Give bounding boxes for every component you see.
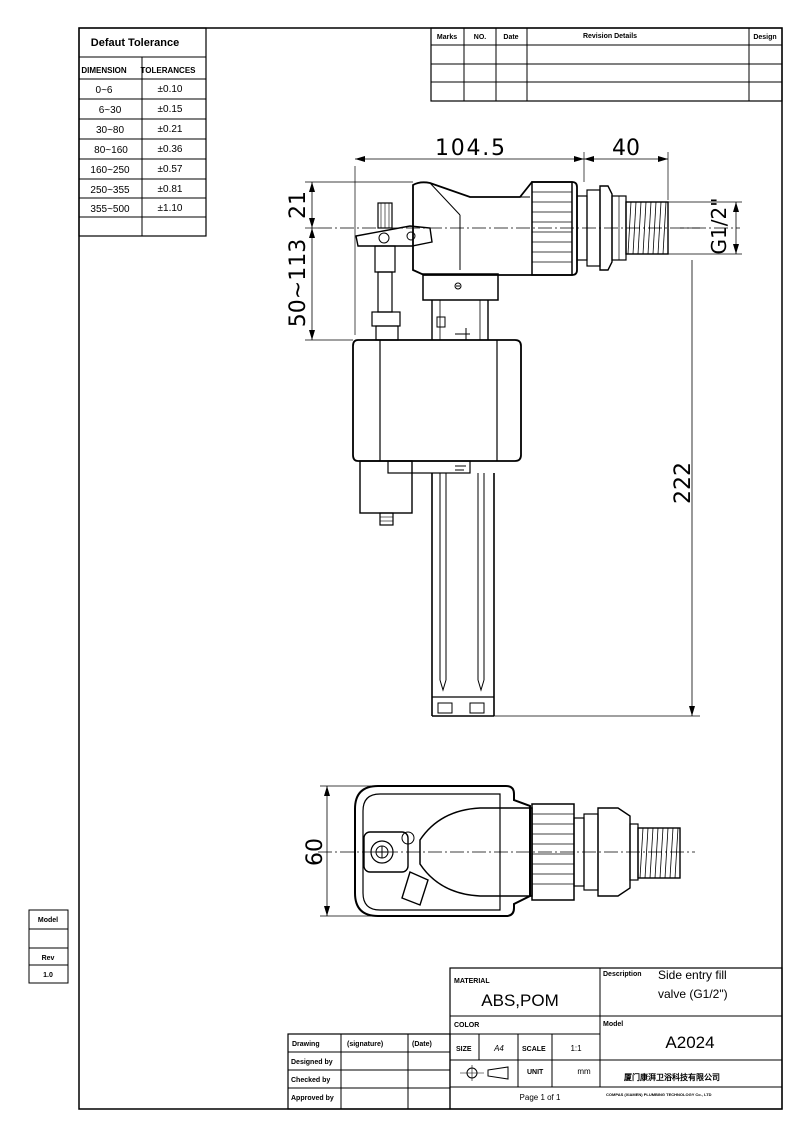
checked-by-label: Checked by xyxy=(291,1077,330,1084)
rev-col-marks: Marks xyxy=(437,34,457,41)
tol-row-dim: 80~160 xyxy=(94,145,128,156)
model-rev-box: Model Rev 1.0 xyxy=(28,909,69,984)
description-label: Description xyxy=(603,971,642,978)
dim-104-5: 104.5 xyxy=(435,136,505,161)
dim-thread-g1-2: G1/2" xyxy=(707,198,731,255)
signature-label: (signature) xyxy=(347,1041,383,1048)
plan-dimensions: 60 xyxy=(303,785,378,917)
tol-row-val: ±0.81 xyxy=(158,184,183,195)
rev-value: 1.0 xyxy=(43,972,53,979)
rev-label: Rev xyxy=(42,955,55,962)
tol-row-dim: 355~500 xyxy=(90,204,130,215)
tol-row-val: ±0.21 xyxy=(158,124,183,135)
col-tolerances: TOLERANCES xyxy=(141,66,197,75)
tol-row-val: ±0.57 xyxy=(158,164,183,175)
page-label: Page 1 of 1 xyxy=(520,1093,561,1102)
tolerance-table: Defaut Tolerance DIMENSION TOLERANCES 0~… xyxy=(78,27,207,237)
rev-col-details: Revision Details xyxy=(583,33,637,40)
approved-by-label: Approved by xyxy=(291,1095,334,1102)
tol-row-dim: 6~30 xyxy=(99,105,122,116)
size-label: SIZE xyxy=(456,1046,472,1053)
material-label: MATERIAL xyxy=(454,978,490,985)
tol-row-val: ±0.36 xyxy=(158,144,183,155)
designed-by-label: Designed by xyxy=(291,1059,333,1066)
model-value: A2024 xyxy=(665,1033,714,1052)
drawing-label: Drawing xyxy=(292,1041,320,1048)
material-value: ABS,POM xyxy=(481,991,558,1010)
dim-60: 60 xyxy=(303,838,328,866)
tol-row-val: ±0.15 xyxy=(158,104,183,115)
tolerance-title: Defaut Tolerance xyxy=(91,37,179,49)
rev-col-date: Date xyxy=(503,34,518,41)
size-value: A4 xyxy=(493,1044,504,1053)
description-line2: valve (G1/2") xyxy=(658,987,728,1001)
tol-row-dim: 30~80 xyxy=(96,125,125,136)
color-label: COLOR xyxy=(454,1022,479,1029)
revision-table: Marks NO. Date Revision Details Design xyxy=(430,27,783,102)
description-line1: Side entry fill xyxy=(658,968,727,982)
projection-symbol-icon xyxy=(460,1065,509,1081)
plan-view xyxy=(318,785,695,917)
date-label: (Date) xyxy=(412,1041,432,1048)
company-cn: 厦门康湃卫浴科技有限公司 xyxy=(624,1072,720,1082)
tol-row-val: ±1.10 xyxy=(158,203,183,214)
rev-col-design: Design xyxy=(753,34,776,41)
col-dimension: DIMENSION xyxy=(81,66,127,75)
front-view xyxy=(318,181,740,717)
dim-50-113: 50~113 xyxy=(286,239,311,327)
scale-label: SCALE xyxy=(522,1046,546,1053)
unit-value: mm xyxy=(577,1067,591,1076)
tol-row-dim: 250~355 xyxy=(90,185,130,196)
dim-40: 40 xyxy=(612,136,640,161)
tol-row-val: ±0.10 xyxy=(158,84,183,95)
tol-row-dim: 0~6 xyxy=(96,85,113,96)
tol-row-dim: 160~250 xyxy=(90,165,130,176)
scale-value: 1:1 xyxy=(570,1044,582,1053)
dim-21: 21 xyxy=(286,191,311,219)
model-label-small: Model xyxy=(38,917,58,924)
company-en: COMPAS (XIAMEN) PLUMBING TECHNOLOGY Co.,… xyxy=(606,1092,712,1097)
rev-col-no: NO. xyxy=(474,34,487,41)
front-dimensions: 104.5 40 21 50~113 222 G1/2" xyxy=(286,136,742,717)
sheet-border xyxy=(78,27,783,1110)
model-label: Model xyxy=(603,1021,623,1028)
dim-222: 222 xyxy=(671,462,696,504)
unit-label: UNIT xyxy=(527,1069,544,1076)
title-block: Drawing (signature) (Date) Designed by C… xyxy=(287,967,783,1110)
